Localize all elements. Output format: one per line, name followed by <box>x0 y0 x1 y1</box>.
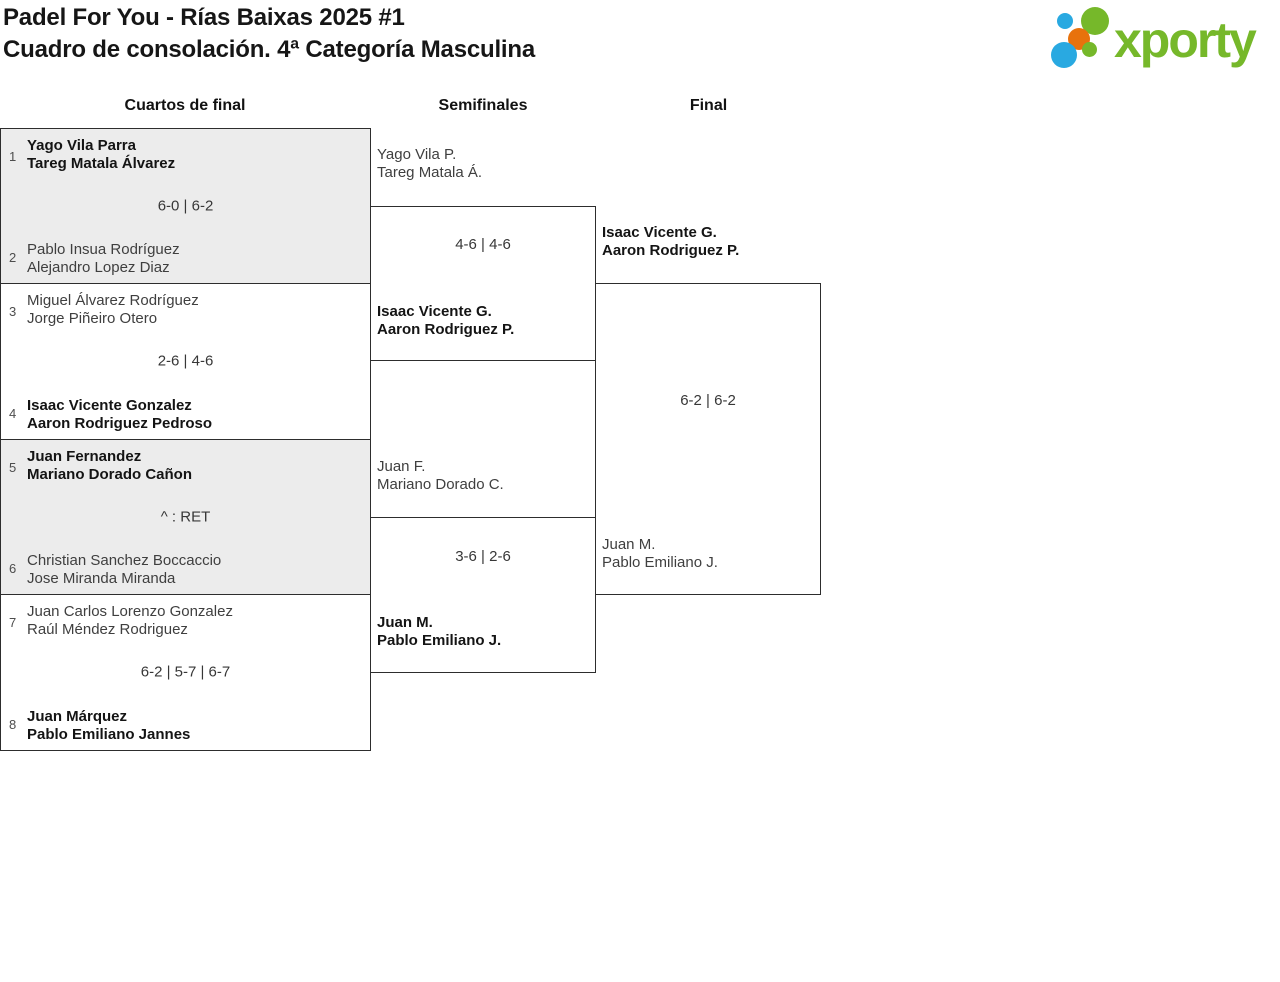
player-name: Christian Sanchez Boccaccio <box>27 551 222 569</box>
team-pair[interactable]: Juan M. Pablo Emiliano J. <box>602 536 718 572</box>
title-block: Padel For You - Rías Baixas 2025 #1 Cuad… <box>3 2 535 66</box>
player-name: Yago Vila P. <box>377 146 457 163</box>
player-name: Mariano Dorado C. <box>377 476 504 493</box>
match-semifinal-2-box <box>370 517 596 673</box>
player-name: Juan M. <box>602 536 656 553</box>
team-pair[interactable]: Isaac Vicente Gonzalez Aaron Rodriguez P… <box>27 397 212 433</box>
seed-label: 6 <box>9 560 17 576</box>
round-header-final: Final <box>689 97 728 114</box>
player-name: Miguel Álvarez Rodríguez <box>27 292 199 310</box>
team-pair[interactable]: Juan Carlos Lorenzo Gonzalez Raúl Méndez… <box>27 603 233 639</box>
player-name: Pablo Emiliano J. <box>377 632 502 649</box>
round-header-quarterfinals: Cuartos de final <box>124 97 246 114</box>
match-score: 6-2 | 5-7 | 6-7 <box>140 663 231 681</box>
player-name: Juan M. <box>377 614 433 631</box>
player-name: Mariano Dorado Cañon <box>27 465 193 483</box>
seed-label: 4 <box>9 405 17 421</box>
player-name: Juan Márquez <box>27 708 128 725</box>
player-name: Isaac Vicente Gonzalez <box>27 396 192 414</box>
player-name: Jorge Piñeiro Otero <box>27 310 158 328</box>
seed-label: 3 <box>9 304 17 320</box>
player-name: Raúl Méndez Rodriguez <box>27 620 188 638</box>
match-score: 4-6 | 4-6 <box>455 236 511 253</box>
match-score: 3-6 | 2-6 <box>455 548 511 565</box>
seed-label: 8 <box>9 717 17 732</box>
player-name: Jose Miranda Miranda <box>27 569 176 587</box>
team-pair[interactable]: Isaac Vicente G. Aaron Rodriguez P. <box>602 224 739 260</box>
xporty-logo[interactable]: xporty <box>1044 5 1276 77</box>
match-final-box <box>595 283 821 595</box>
player-name: Isaac Vicente G. <box>377 303 492 320</box>
player-name: Aaron Rodriguez Pedroso <box>27 414 213 432</box>
player-name: Isaac Vicente G. <box>602 224 717 241</box>
match-score: 6-2 | 6-2 <box>680 392 736 409</box>
team-pair[interactable]: Isaac Vicente G. Aaron Rodriguez P. <box>377 303 514 339</box>
player-name: Pablo Emiliano Jannes <box>27 726 191 743</box>
player-name: Pablo Emiliano J. <box>602 554 718 571</box>
page-title: Padel For You - Rías Baixas 2025 #1 <box>3 4 405 31</box>
team-pair[interactable]: Yago Vila Parra Tareg Matala Álvarez <box>27 137 175 173</box>
team-pair[interactable]: Miguel Álvarez Rodríguez Jorge Piñeiro O… <box>27 292 199 328</box>
match-quarterfinal-4: 7 Juan Carlos Lorenzo Gonzalez Raúl Ménd… <box>1 595 370 750</box>
player-name: Aaron Rodriguez P. <box>377 321 515 338</box>
seed-label: 2 <box>9 250 17 266</box>
match-quarterfinal-3: 5 Juan Fernandez Mariano Dorado Cañon ^ … <box>1 439 370 595</box>
quarterfinals-column: 1 Yago Vila Parra Tareg Matala Álvarez 6… <box>0 128 371 751</box>
player-name: Tareg Matala Álvarez <box>27 155 176 172</box>
match-score: ^ : RET <box>160 508 211 526</box>
team-pair[interactable]: Yago Vila P. Tareg Matala Á. <box>377 146 482 182</box>
player-name: Aaron Rodriguez P. <box>602 242 740 259</box>
logo-dot-green-small <box>1082 42 1097 57</box>
player-name: Juan F. <box>377 458 426 475</box>
team-pair[interactable]: Juan Márquez Pablo Emiliano Jannes <box>27 708 190 744</box>
player-name: Tareg Matala Á. <box>377 164 483 181</box>
team-pair[interactable]: Juan M. Pablo Emiliano J. <box>377 614 501 650</box>
team-pair[interactable]: Juan Fernandez Mariano Dorado Cañon <box>27 448 192 484</box>
match-score: 2-6 | 4-6 <box>157 352 214 370</box>
seed-label: 7 <box>9 614 17 630</box>
seed-label: 1 <box>9 149 17 164</box>
page-subtitle: Cuadro de consolación. 4ª Categoría Masc… <box>3 36 536 63</box>
team-pair[interactable]: Christian Sanchez Boccaccio Jose Miranda… <box>27 552 221 588</box>
player-name: Yago Vila Parra <box>27 137 136 154</box>
player-name: Juan Carlos Lorenzo Gonzalez <box>27 602 233 620</box>
logo-wordmark: xporty <box>1114 12 1257 68</box>
seed-label: 5 <box>9 459 17 475</box>
logo-dot-blue-large <box>1051 42 1077 68</box>
match-quarterfinal-1: 1 Yago Vila Parra Tareg Matala Álvarez 6… <box>1 129 370 285</box>
match-score: 6-0 | 6-2 <box>157 197 214 215</box>
team-pair[interactable]: Pablo Insua Rodríguez Alejandro Lopez Di… <box>27 241 180 277</box>
player-name: Alejandro Lopez Diaz <box>27 259 170 277</box>
team-pair[interactable]: Juan F. Mariano Dorado C. <box>377 458 504 494</box>
match-quarterfinal-2: 3 Miguel Álvarez Rodríguez Jorge Piñeiro… <box>1 284 370 440</box>
player-name: Juan Fernandez <box>27 447 142 465</box>
logo-dot-blue-small <box>1057 13 1073 29</box>
round-header-semifinals: Semifinales <box>438 97 528 114</box>
player-name: Pablo Insua Rodríguez <box>27 241 180 259</box>
